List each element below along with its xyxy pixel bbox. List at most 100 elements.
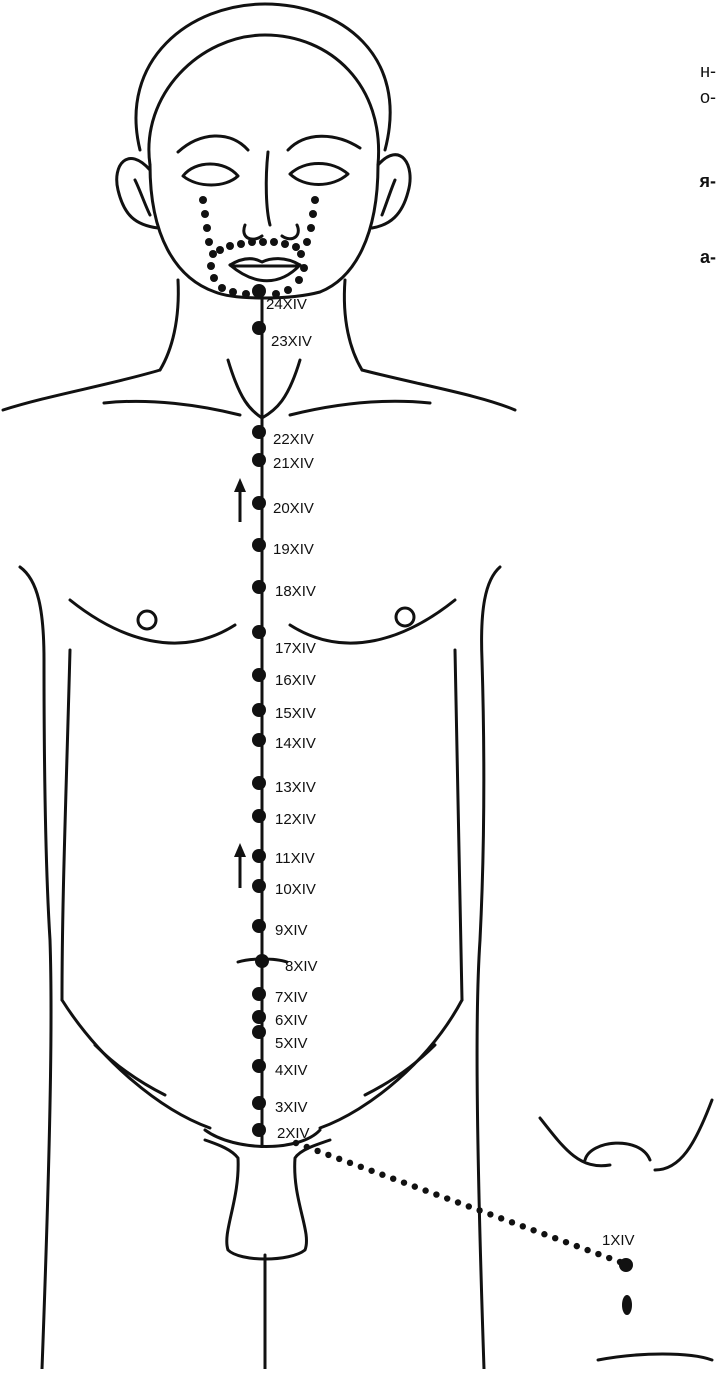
path-dot	[216, 246, 224, 254]
path-dot	[210, 274, 218, 282]
acupoint-label: 8XIV	[285, 958, 318, 975]
path-dot	[270, 238, 278, 246]
acupoint-6xiv	[252, 1010, 266, 1024]
path-dot	[487, 1211, 493, 1217]
path-dot	[307, 224, 315, 232]
path-dot	[300, 264, 308, 272]
path-dot	[325, 1152, 331, 1158]
acupoint-12xiv	[252, 809, 266, 823]
path-dot	[303, 238, 311, 246]
path-dot	[281, 240, 289, 248]
path-dot	[466, 1203, 472, 1209]
path-dot	[390, 1176, 396, 1182]
acupoint-14xiv	[252, 733, 266, 747]
path-dot	[455, 1199, 461, 1205]
path-dot	[218, 284, 226, 292]
acupoint-label: 23XIV	[271, 333, 312, 350]
path-dot	[595, 1251, 601, 1257]
path-dot	[552, 1235, 558, 1241]
acupoint-5xiv	[252, 1025, 266, 1039]
path-dot	[433, 1191, 439, 1197]
acupoint-label: 12XIV	[275, 811, 316, 828]
path-dot	[199, 196, 207, 204]
path-dot	[229, 288, 237, 296]
acupoint-label: 1XIV	[602, 1232, 635, 1249]
path-dot	[509, 1219, 515, 1225]
path-dot	[520, 1223, 526, 1229]
path-dot	[422, 1187, 428, 1193]
acupoint-22xiv	[252, 425, 266, 439]
acupoint-label: 18XIV	[275, 583, 316, 600]
path-dot	[368, 1168, 374, 1174]
path-dot	[476, 1207, 482, 1213]
acupoint-label: 22XIV	[273, 431, 314, 448]
path-dot	[541, 1231, 547, 1237]
acupoint-label: 10XIV	[275, 881, 316, 898]
path-dot	[284, 286, 292, 294]
text-fragment: я-	[700, 172, 716, 190]
acupoint-1xiv	[619, 1258, 633, 1272]
path-dot	[297, 250, 305, 258]
path-dot	[201, 210, 209, 218]
acupoint-11xiv	[252, 849, 266, 863]
acupoint-21xiv	[252, 453, 266, 467]
text-fragment: о-	[700, 88, 716, 106]
acupoint-label: 19XIV	[273, 541, 314, 558]
path-dot	[209, 250, 217, 258]
body-outline	[3, 4, 712, 1369]
acupoint-18xiv	[252, 580, 266, 594]
acupoint-23xiv	[252, 321, 266, 335]
acupoint-label: 3XIV	[275, 1099, 308, 1116]
acupoint-24xiv	[252, 284, 266, 298]
acupoint-label: 20XIV	[273, 500, 314, 517]
path-dot	[237, 240, 245, 248]
direction-arrow-upper	[234, 478, 246, 522]
path-dot	[606, 1255, 612, 1261]
path-dot	[336, 1156, 342, 1162]
acupoint-label: 21XIV	[273, 455, 314, 472]
acupoint-19xiv	[252, 538, 266, 552]
path-dot	[563, 1239, 569, 1245]
acupoint-17xiv	[252, 625, 266, 639]
path-dot	[259, 238, 267, 246]
acupoint-label: 2XIV	[277, 1125, 310, 1142]
path-dot	[242, 290, 250, 298]
acupoint-label: 6XIV	[275, 1012, 308, 1029]
acupoint-10xiv	[252, 879, 266, 893]
path-dot	[248, 238, 256, 246]
path-dot	[304, 1144, 310, 1150]
path-dot	[203, 224, 211, 232]
path-dot	[530, 1227, 536, 1233]
path-dot	[444, 1195, 450, 1201]
acupoint-label: 15XIV	[275, 705, 316, 722]
acupoint-15xiv	[252, 703, 266, 717]
acupoint-label: 14XIV	[275, 735, 316, 752]
acupoint-20xiv	[252, 496, 266, 510]
path-dot	[379, 1172, 385, 1178]
acupoint-3xiv	[252, 1096, 266, 1110]
acupoint-7xiv	[252, 987, 266, 1001]
path-dot	[314, 1148, 320, 1154]
path-dot	[295, 276, 303, 284]
acupoint-label: 11XIV	[275, 850, 315, 867]
text-fragment: н-	[700, 62, 716, 80]
path-dot	[401, 1179, 407, 1185]
acupoint-2xiv	[252, 1123, 266, 1137]
path-dot	[498, 1215, 504, 1221]
text-fragment: а-	[700, 248, 716, 266]
path-dot	[311, 196, 319, 204]
path-dot	[358, 1164, 364, 1170]
acupoint-label: 16XIV	[275, 672, 316, 689]
path-dot	[412, 1183, 418, 1189]
path-dot	[309, 210, 317, 218]
path-dot	[574, 1243, 580, 1249]
path-dot	[207, 262, 215, 270]
acupoint-8xiv	[255, 954, 269, 968]
acupoint-16xiv	[252, 668, 266, 682]
path-dot	[226, 242, 234, 250]
acupoint-label: 24XIV	[266, 296, 307, 313]
acupoint-label: 7XIV	[275, 989, 308, 1006]
acupoint-label: 9XIV	[275, 922, 308, 939]
